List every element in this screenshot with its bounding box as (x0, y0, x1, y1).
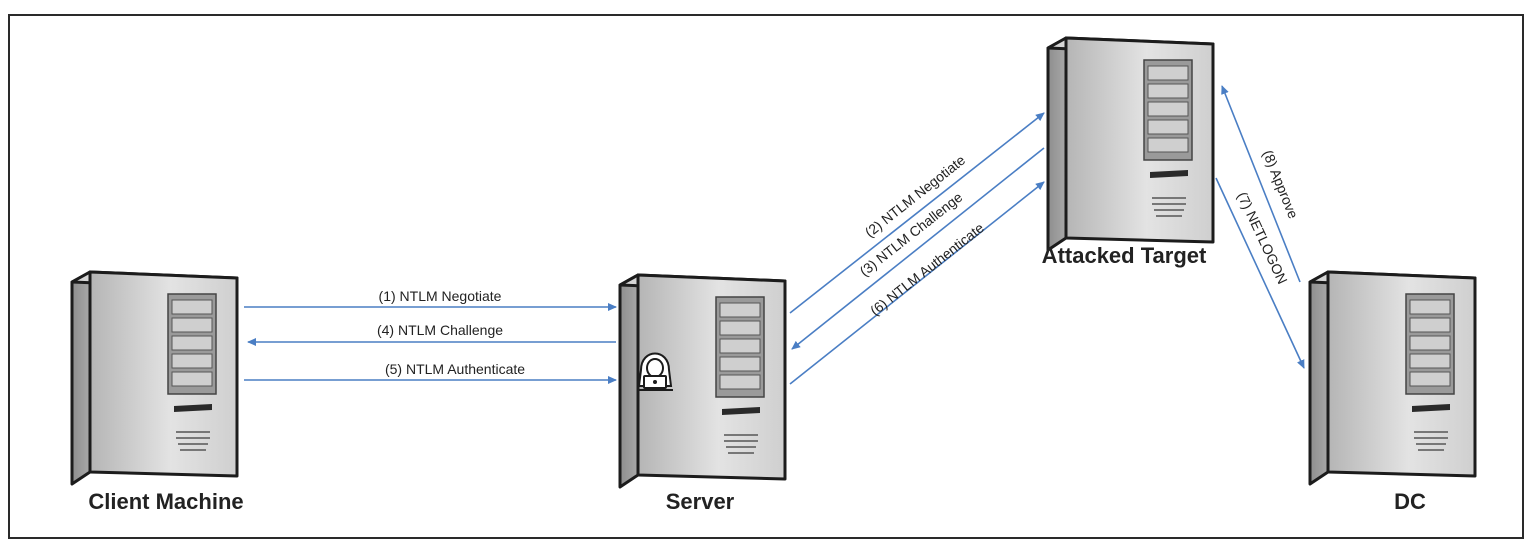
node-label-attacked-target: Attacked Target (1041, 243, 1207, 268)
edge-label-4: (4) NTLM Challenge (377, 322, 503, 338)
arrow-ntlm-challenge-3 (791, 147, 1045, 350)
hooded-hacker-icon (637, 352, 673, 391)
node-label-dc: DC (1394, 489, 1426, 514)
dc-server-icon (1308, 270, 1477, 486)
edge-label-5: (5) NTLM Authenticate (385, 361, 525, 377)
arrow-ntlm-authenticate-6 (789, 181, 1045, 385)
edge-label-6: (6) NTLM Authenticate (867, 219, 987, 318)
arrow-approve-8 (1221, 85, 1301, 283)
edge-label-1: (1) NTLM Negotiate (379, 288, 502, 304)
node-label-client: Client Machine (88, 489, 244, 514)
attacked-target-server-icon (1046, 36, 1215, 252)
edge-label-8: (8) Approve (1260, 148, 1302, 221)
client-machine-server-icon (70, 270, 239, 486)
arrow-netlogon-7 (1215, 177, 1305, 369)
node-label-server: Server (665, 489, 735, 514)
arrow-ntlm-negotiate-2 (789, 112, 1045, 314)
